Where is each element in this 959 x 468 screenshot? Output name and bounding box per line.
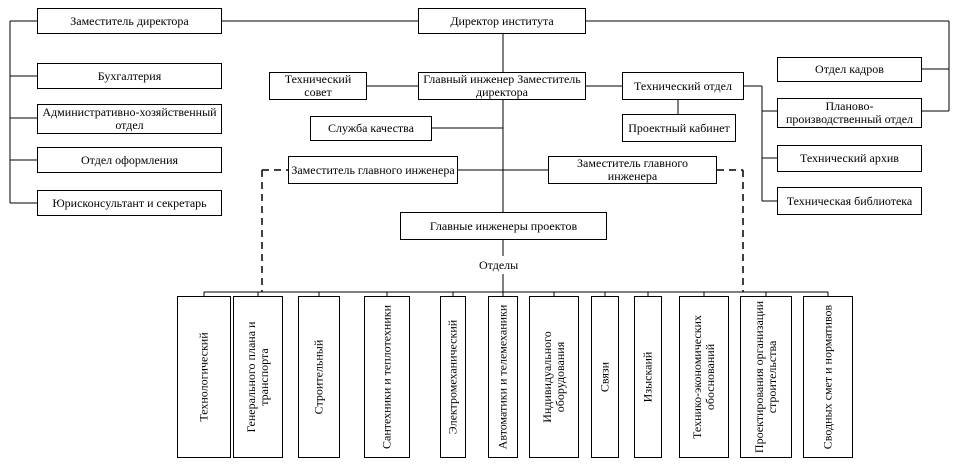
department-box: Проектирования организации строительства [740,296,792,458]
department-box: Изыскаий [634,296,662,458]
quality-service-box: Служба качества [310,116,432,141]
department-label: Сводных смет и нормативов [820,304,835,450]
director-box: Директор института [418,8,586,34]
department-box: Сантехники и теплотехники [364,296,410,458]
tech-library-box: Техническая библиотека [777,187,922,215]
admin-dept-box: Административно-хозяйственный отдел [37,104,222,134]
accounting-box: Бухгалтерия [37,63,222,89]
department-box: Технико-экономических обоснований [679,296,729,458]
chief-engineer-box: Главный инженер Заместитель директора [418,72,586,100]
department-label: Сантехники и теплотехники [379,305,394,450]
planning-dept-box: Планово-производственный отдел [777,98,922,128]
department-label: Индивидуального оборудования [540,331,567,423]
department-box: Связи [591,296,619,458]
deputy-chief-engineer-right-box: Заместитель главного инженера [548,156,717,184]
department-label: Автоматики и телемеханики [495,304,510,450]
department-box: Технологический [177,296,231,458]
department-label: Электромеханический [445,319,460,435]
department-box: Автоматики и телемеханики [488,296,518,458]
department-label: Технико-экономических обоснований [690,315,717,439]
tech-archive-box: Технический архив [777,145,922,172]
department-box: Электромеханический [440,296,466,458]
project-cabinet-box: Проектный кабинет [622,114,736,142]
department-label: Проектирования организации строительства [752,300,779,454]
department-label: Генерального плана и транспорта [244,321,271,433]
deputy-director-box: Заместитель директора [37,8,222,34]
department-label: Строительный [311,339,326,415]
hr-dept-box: Отдел кадров [777,57,922,82]
department-label: Связи [597,361,612,393]
tech-dept-box: Технический отдел [622,72,744,100]
design-dept-box: Отдел оформления [37,147,222,173]
department-label: Технологический [196,332,211,422]
legal-secretary-box: Юрисконсультант и секретарь [37,190,222,216]
department-box: Сводных смет и нормативов [803,296,853,458]
tech-council-box: Технический совет [269,72,367,100]
department-label: Изыскаий [640,351,655,403]
department-box: Строительный [298,296,340,458]
department-box: Генерального плана и транспорта [233,296,283,458]
deputy-chief-engineer-left-box: Заместитель главного инженера [288,156,458,184]
department-box: Индивидуального оборудования [529,296,579,458]
chief-project-engineers-box: Главные инженеры проектов [400,212,607,240]
departments-label: Отделы [476,259,522,272]
